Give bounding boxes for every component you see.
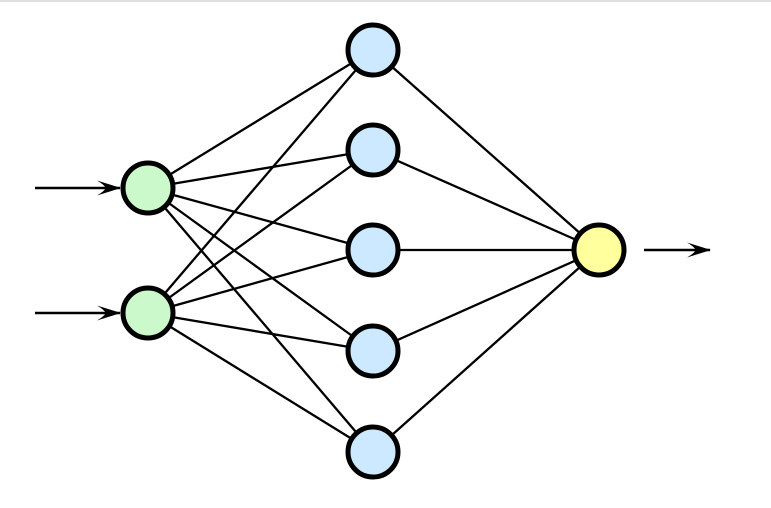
edge-input-1-hidden-3	[147, 186, 374, 252]
input-node-input-1	[120, 160, 176, 216]
hidden-node-hidden-5	[345, 424, 401, 480]
edge-input-1-hidden-4	[147, 187, 374, 352]
edge-hidden-4-output-1	[372, 248, 600, 353]
edge-input-1-hidden-1	[147, 49, 374, 189]
edge-input-2-hidden-2	[147, 149, 374, 314]
edge-input-1-hidden-5	[147, 187, 374, 453]
edge-input-2-hidden-4	[147, 311, 374, 353]
edge-input-2-hidden-5	[147, 312, 374, 453]
input-node-input-2	[120, 285, 176, 341]
top-border-line	[0, 0, 771, 2]
edge-input-2-hidden-1	[147, 49, 374, 314]
edge-input-1-hidden-2	[147, 148, 374, 190]
hidden-node-hidden-2	[345, 122, 401, 178]
hidden-node-hidden-4	[345, 323, 401, 379]
hidden-node-hidden-3	[345, 222, 401, 278]
output-node-output-1	[571, 222, 627, 278]
edge-hidden-2-output-1	[372, 148, 600, 252]
hidden-node-hidden-1	[345, 22, 401, 78]
edge-input-2-hidden-3	[147, 248, 374, 315]
edge-hidden-5-output-1	[372, 249, 600, 453]
edge-hidden-1-output-1	[372, 49, 600, 251]
